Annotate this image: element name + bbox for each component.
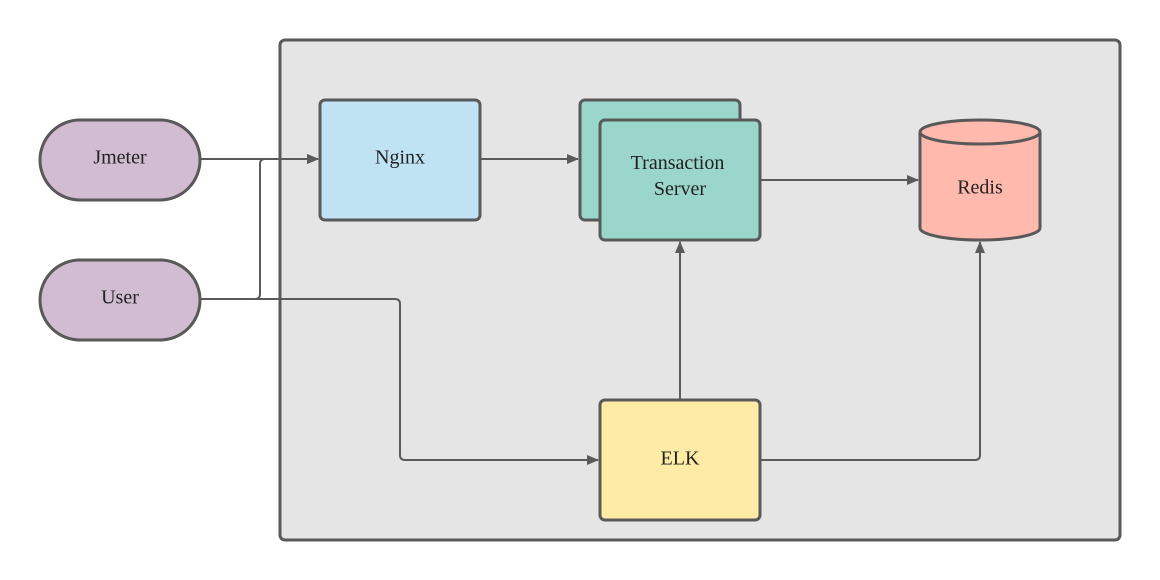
node-nginx[interactable]: Nginx	[318, 98, 482, 222]
system-boundary	[278, 38, 1122, 542]
user-shape	[38, 258, 202, 342]
node-jmeter[interactable]: Jmeter	[38, 118, 202, 202]
node-transaction-server[interactable]: Transaction Server	[578, 98, 762, 242]
nginx-shape	[318, 98, 482, 222]
edge-elk-to-redis	[761, 241, 985, 461]
elk-shape	[598, 398, 762, 522]
user-label: User	[101, 287, 139, 309]
node-user[interactable]: User	[38, 258, 202, 342]
jmeter-shape	[38, 118, 202, 202]
transaction-server-front-card	[598, 118, 762, 242]
transaction-server-label-line1: Transaction	[631, 152, 725, 174]
transaction-server-label: Transaction Server	[631, 152, 730, 200]
jmeter-label: Jmeter	[93, 147, 147, 169]
redis-cylinder-body	[918, 132, 1042, 242]
redis-label: Redis	[957, 177, 1003, 199]
transaction-server-label-line2: Server	[654, 178, 707, 200]
node-redis[interactable]: Redis	[918, 118, 1042, 242]
node-elk[interactable]: ELK	[598, 398, 762, 522]
edge-user-to-elk	[201, 298, 599, 465]
nginx-label: Nginx	[375, 147, 425, 169]
redis-cylinder-top	[918, 118, 1042, 146]
elk-label: ELK	[661, 448, 700, 470]
